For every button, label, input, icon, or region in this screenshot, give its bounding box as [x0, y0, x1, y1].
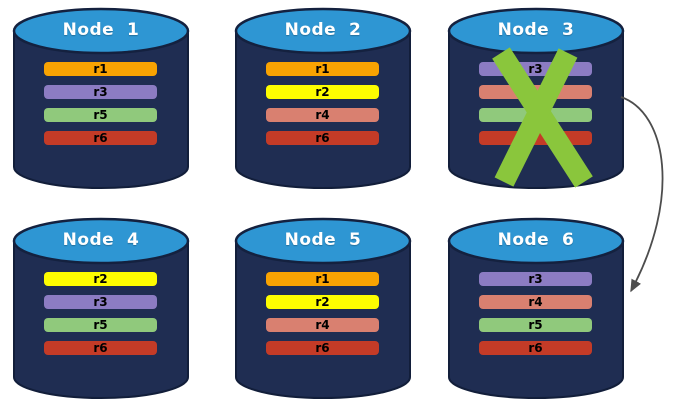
replica-label: r2 — [315, 295, 330, 309]
replica-bar: r3 — [479, 272, 592, 286]
replica-label: r1 — [93, 62, 108, 76]
replica-label: r4 — [315, 318, 330, 332]
replica-label: r5 — [93, 318, 108, 332]
replica-bar — [479, 85, 592, 99]
node-title: Node 2 — [284, 20, 362, 40]
node-title: Node 5 — [284, 230, 362, 250]
replica-bar: r3 — [479, 62, 592, 76]
replica-label: r4 — [528, 295, 543, 309]
replica-label: r1 — [315, 62, 330, 76]
replica-label: r5 — [93, 108, 108, 122]
node-4: Node 4 r2 r3 r5 r6 — [12, 210, 190, 400]
replica-list: r1 r3 r5 r6 — [12, 0, 190, 190]
replica-bar: r6 — [266, 341, 379, 355]
replica-label: r5 — [528, 318, 543, 332]
replica-list: r1 r2 r4 r6 — [234, 210, 412, 400]
replica-label: r6 — [93, 131, 108, 145]
replica-bar: r6 — [44, 131, 157, 145]
replica-bar: r4 — [479, 295, 592, 309]
replica-label: r3 — [93, 295, 108, 309]
replica-label: r3 — [528, 272, 543, 286]
replica-bar: r1 — [266, 272, 379, 286]
replica-list: r1 r2 r4 r6 — [234, 0, 412, 190]
replica-label: r6 — [315, 131, 330, 145]
replica-label: r6 — [93, 341, 108, 355]
replica-label: r6 — [528, 341, 543, 355]
replica-bar: r4 — [266, 318, 379, 332]
replica-bar: r6 — [266, 131, 379, 145]
replica-bar — [479, 108, 592, 122]
node-title: Node 3 — [497, 20, 575, 40]
replica-bar: r2 — [266, 85, 379, 99]
replica-bar: r1 — [44, 62, 157, 76]
node-title: Node 1 — [62, 20, 140, 40]
replica-bar: r3 — [44, 85, 157, 99]
replica-bar: r5 — [44, 318, 157, 332]
replica-label: r2 — [315, 85, 330, 99]
replica-bar: r6 — [479, 341, 592, 355]
node-title: Node 6 — [497, 230, 575, 250]
replica-label: r2 — [93, 272, 108, 286]
replica-bar: r2 — [266, 295, 379, 309]
replica-bar: r3 — [44, 295, 157, 309]
node-1: Node 1 r1 r3 r5 r6 — [12, 0, 190, 190]
replica-bar — [479, 131, 592, 145]
replica-list: r3 — [447, 0, 625, 190]
replica-label: r4 — [315, 108, 330, 122]
replica-bar: r5 — [44, 108, 157, 122]
node-2: Node 2 r1 r2 r4 r6 — [234, 0, 412, 190]
replica-list: r2 r3 r5 r6 — [12, 210, 190, 400]
replica-bar: r5 — [479, 318, 592, 332]
node-5: Node 5 r1 r2 r4 r6 — [234, 210, 412, 400]
replica-bar: r6 — [44, 341, 157, 355]
node-6: Node 6 r3 r4 r5 r6 — [447, 210, 625, 400]
replica-list: r3 r4 r5 r6 — [447, 210, 625, 400]
node-title: Node 4 — [62, 230, 140, 250]
replica-label: r1 — [315, 272, 330, 286]
replica-label: r3 — [528, 62, 543, 76]
replica-label: r6 — [315, 341, 330, 355]
node-3: Node 3 r3 — [447, 0, 625, 190]
replica-bar: r1 — [266, 62, 379, 76]
replica-bar: r2 — [44, 272, 157, 286]
replica-label: r3 — [93, 85, 108, 99]
replica-bar: r4 — [266, 108, 379, 122]
